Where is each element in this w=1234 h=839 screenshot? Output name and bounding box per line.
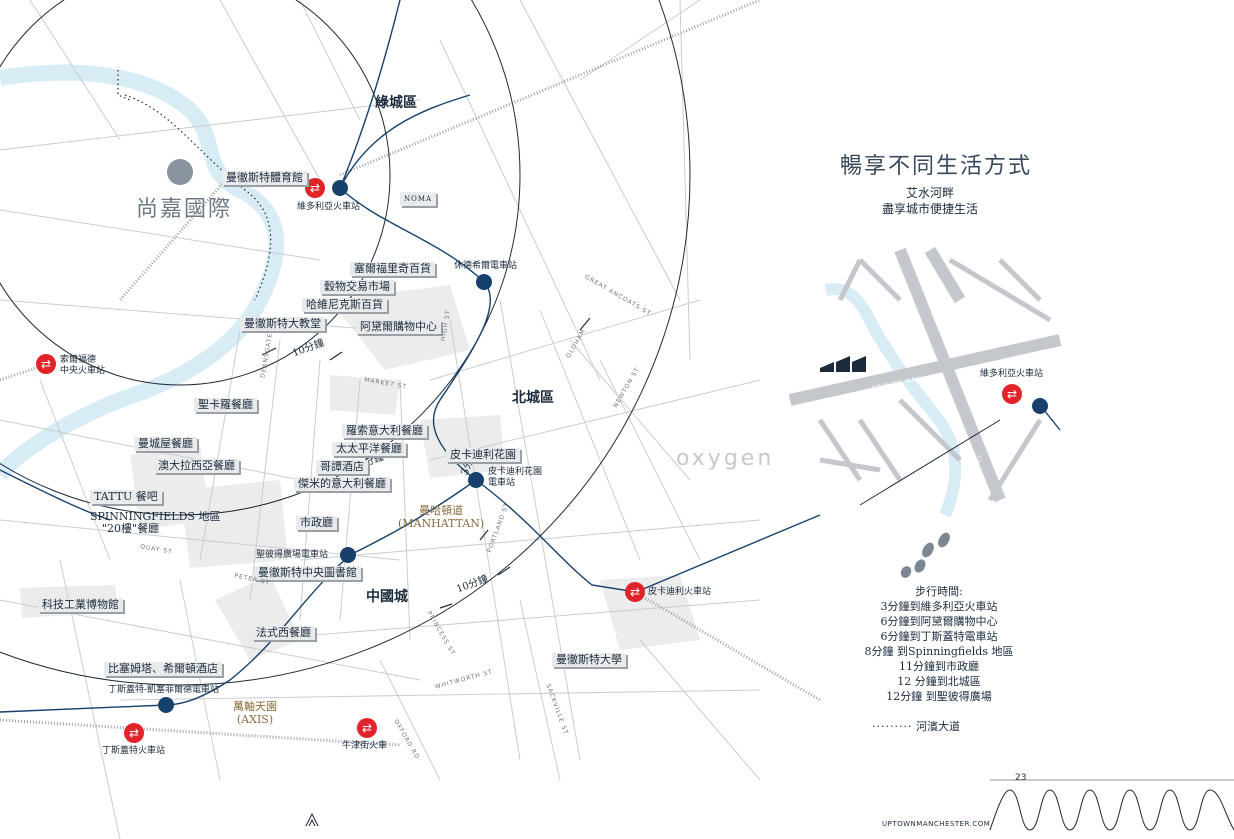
- oxygen-label: oxygen: [676, 446, 775, 471]
- development-marker: [167, 159, 193, 185]
- walking-item: 3分鐘到維多利亞火車站: [880, 600, 998, 613]
- axis-label: 萬軸天園(AXIS): [233, 700, 277, 726]
- station-deansgate-castlefield: 丁斯蓋特-凱塞菲爾德電車站: [108, 685, 220, 695]
- tram-icon-victoria[interactable]: [332, 180, 348, 196]
- station-deansgate: 丁斯蓋特火車站: [102, 746, 166, 756]
- legend-dotted-line: ·········: [872, 720, 913, 733]
- tram-line-north: [339, 0, 821, 593]
- walking-item: 6分鐘到丁斯蓋特電車站: [880, 630, 998, 643]
- district-northern-quarter: 北城區: [512, 390, 554, 406]
- website[interactable]: UPTOWNMANCHESTER.COM: [882, 820, 991, 828]
- station-oxford-road: 牛津街火車: [342, 741, 388, 751]
- side-subtitle: 艾水河畔 盡享城市便捷生活: [882, 186, 979, 216]
- district-green-quarter: 綠城區: [375, 95, 417, 111]
- tram-line: [0, 187, 637, 713]
- landmark-manchester-house: 曼城屋餐廳: [134, 437, 197, 451]
- rail-icon-oxford-road[interactable]: ⇄: [357, 718, 377, 738]
- walking-heading: 步行時間:: [915, 585, 963, 598]
- landmark-beetham: 比塞姆塔、希爾頓酒店: [104, 662, 222, 676]
- landmark-jamies: 傑米的意大利餐廳: [294, 477, 390, 491]
- legend-label: 河濱大道: [915, 720, 960, 733]
- inset-tram-icon[interactable]: [1032, 398, 1048, 414]
- inset-rail-icon[interactable]: ⇄: [1002, 384, 1022, 404]
- inset-map: [788, 246, 1062, 506]
- walking-item: 11分鐘到市政廳: [899, 660, 979, 673]
- landmark-science-museum: 科技工業博物館: [38, 598, 123, 612]
- station-victoria: 維多利亞火車站: [297, 202, 361, 212]
- landmark-harvey-nichols: 哈維尼克斯百貨: [302, 298, 387, 312]
- district-chinatown: 中國城: [366, 589, 408, 605]
- station-st-peters: 聖彼得廣場電車站: [256, 550, 329, 560]
- landmark-australasia: 澳大拉西亞餐廳: [154, 459, 239, 473]
- page-number: 23: [1015, 773, 1027, 783]
- rail-icon-piccadilly[interactable]: ⇄: [625, 582, 645, 602]
- tram-icon-piccadilly-gardens[interactable]: [468, 472, 484, 488]
- walking-item: 12 分鐘到北城區: [897, 675, 981, 688]
- rail-icon-salford[interactable]: ⇄: [36, 354, 56, 374]
- walking-circles: [0, 0, 691, 686]
- landmark-piccadilly-gardens: 皮卡迪利花園: [446, 448, 520, 462]
- riverside-walk: [117, 70, 272, 301]
- walking-item: 6分鐘到阿黛爾購物中心: [880, 615, 998, 628]
- landmark-corn-exchange: 穀物交易市場: [320, 280, 394, 294]
- river-irwell: [0, 64, 285, 481]
- inset-station-label: 維多利亞火車站: [980, 369, 1044, 379]
- manhattan-label: 曼哈頓道(MANHATTAN): [398, 504, 485, 530]
- landmark-arena: 曼徹斯特體育館: [222, 171, 307, 185]
- waves-decoration: [989, 789, 1234, 831]
- tram-icon-st-peters[interactable]: [340, 547, 356, 563]
- walking-item: 8分鐘 到Spinningfields 地區: [864, 645, 1014, 658]
- landmark-university: 曼徹斯特大學: [552, 653, 626, 667]
- rail-icon-deansgate[interactable]: ⇄: [124, 723, 144, 743]
- walking-times: 步行時間: 3分鐘到維多利亞火車站 6分鐘到阿黛爾購物中心 6分鐘到丁斯蓋特電車…: [846, 584, 1032, 704]
- landmark-san-carlo: 聖卡羅餐廳: [194, 398, 257, 412]
- landmark-rosso: 羅索意大利餐廳: [342, 424, 427, 438]
- landmark-selfridges: 塞爾福里奇百貨: [350, 262, 435, 276]
- tram-icon-shudehill[interactable]: [476, 274, 492, 290]
- street-grid: [0, 0, 761, 839]
- landmark-cathedral: 曼徹斯特大教堂: [240, 317, 325, 331]
- landmark-pacific: 太太平洋餐廳: [332, 442, 406, 456]
- walking-item: 12分鐘 到聖彼得廣場: [886, 690, 992, 703]
- landmark-spinningfields: SPINNINGFIELDS 地區: [90, 510, 221, 523]
- station-shudehill: 休德希爾電車站: [454, 261, 518, 271]
- landmark-town-hall: 市政廳: [296, 516, 337, 530]
- landmark-arndale: 阿黛爾購物中心: [356, 320, 441, 334]
- station-piccadilly: 皮卡迪利火車站: [648, 587, 712, 597]
- landmark-french: 法式西餐廳: [252, 626, 315, 640]
- station-salford: 索爾福德 中央火車站: [60, 355, 106, 376]
- rail-icon-victoria[interactable]: ⇄: [305, 178, 325, 198]
- logo-mark: [305, 812, 319, 827]
- landmark-central-library: 曼徹斯特中央圖書館: [254, 566, 361, 580]
- river-inset: [824, 283, 962, 518]
- minute-dashes: [261, 317, 591, 609]
- station-piccadilly-gardens: 皮卡迪利花園 電車站: [488, 467, 543, 488]
- footprints-icon: [900, 532, 950, 578]
- development-name: 尚嘉國際: [136, 197, 233, 222]
- landmark-noma: NOMA: [400, 192, 437, 206]
- tram-icon-deansgate[interactable]: [158, 697, 174, 713]
- side-title: 暢享不同生活方式: [840, 154, 1033, 179]
- landmark-twenty-stories: "20樓"餐廳: [102, 522, 160, 535]
- landmark-gotham: 哥譚酒店: [316, 460, 368, 474]
- legend-riverside: ········· 河濱大道: [872, 718, 960, 734]
- landmark-tattu: TATTU 餐吧: [90, 490, 162, 504]
